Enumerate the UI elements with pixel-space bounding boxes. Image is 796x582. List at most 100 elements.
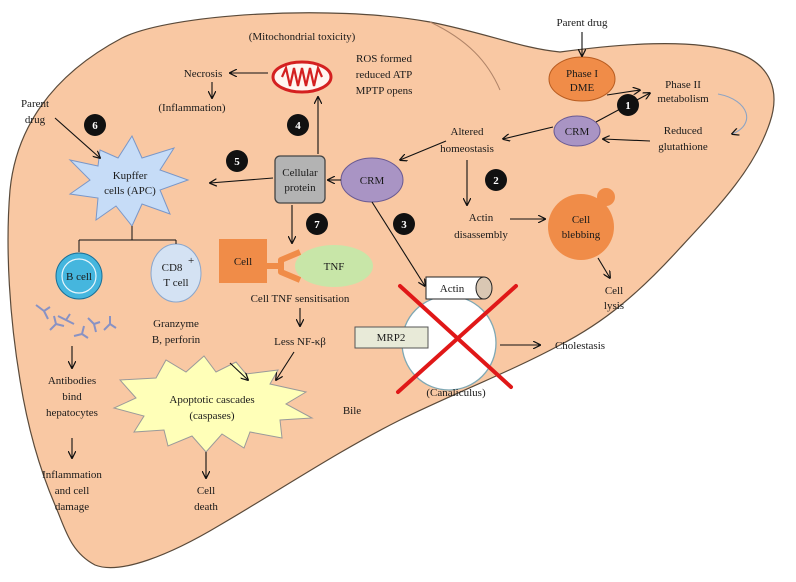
svg-text:cells (APC): cells (APC) [104,185,156,197]
svg-text:CD8: CD8 [162,262,183,274]
svg-text:metabolism: metabolism [657,93,709,105]
cell-death-label: Cell death [194,485,218,513]
arrow-protein-to-kupffer [210,177,274,183]
svg-text:MPTP opens: MPTP opens [356,85,413,97]
b-cell-node [55,252,103,300]
granzyme-label: Granzyme B, perforin [152,318,201,346]
arrow-parent-to-kupffer [54,117,100,158]
svg-text:T cell: T cell [163,277,188,289]
cell-box [219,239,267,283]
svg-text:(caspases): (caspases) [189,410,235,422]
necrosis-label: Necrosis [184,68,223,80]
arrow-granzyme-to-apoptosis [229,362,248,380]
svg-text:homeostasis: homeostasis [440,143,494,155]
arrow-blebbing-to-lysis [597,257,610,278]
svg-text:glutathione: glutathione [658,141,708,153]
svg-text:disassembly: disassembly [454,229,508,241]
arrow-phase1-to-phase2 [606,90,640,96]
arrow-homeostasis-to-crm [400,140,447,160]
mitochondrion-icon [271,60,333,94]
less-nfkb-label: Less NF-κβ [274,336,326,348]
kupffer-label: Kupffer cells (APC) [104,170,156,197]
cell-blebbing-label: Cell blebbing [562,214,601,241]
mrp2-label: MRP2 [377,332,406,344]
mitochondrial-toxicity-label: (Mitochondrial toxicity) [249,31,356,43]
b-cell-label: B cell [66,271,92,283]
svg-text:B, perforin: B, perforin [152,334,201,346]
inflammation-damage-label: Inflammation and cell damage [42,469,102,513]
svg-text:Inflammation: Inflammation [42,469,102,481]
reduced-glutathione-label: Reduced glutathione [658,125,708,153]
svg-text:3: 3 [401,219,407,231]
svg-text:Parent: Parent [21,98,49,110]
svg-text:1: 1 [625,100,631,112]
cell-box-label: Cell [234,256,252,268]
crm-right-label: CRM [565,126,590,138]
bile-label: Bile [343,405,361,417]
altered-homeostasis-label: Altered homeostasis [440,126,494,155]
svg-text:Phase I: Phase I [566,68,598,80]
svg-text:6: 6 [92,120,98,132]
svg-text:Altered: Altered [451,126,484,138]
svg-text:lysis: lysis [604,300,624,312]
antibodies-label: Antibodies bind hepatocytes [46,375,98,419]
svg-text:bind: bind [62,391,82,403]
step-2-badge: 2 [485,169,507,191]
arrow-glutathione-to-crm [603,139,651,141]
svg-text:Reduced: Reduced [664,125,703,137]
svg-text:drug: drug [25,114,46,126]
svg-text:4: 4 [295,120,301,132]
step-7-badge: 7 [306,213,328,235]
inhibition-cross-icon [396,284,518,394]
actin-label: Actin [440,283,465,295]
arrow-crm-to-canaliculus [371,201,425,286]
cd8-cell-label: CD8 + T cell [162,255,195,289]
cell-blebbing-node [548,194,614,260]
svg-text:Cell: Cell [605,285,623,297]
svg-text:Apoptotic cascades: Apoptotic cascades [169,394,254,406]
arrow-metabolism-to-glutathione [717,93,748,134]
apoptotic-label: Apoptotic cascades (caspases) [169,394,254,422]
svg-text:5: 5 [234,156,240,168]
svg-text:damage: damage [55,501,89,513]
svg-text:Cell: Cell [572,214,590,226]
step-badges: 1 2 3 4 5 6 7 [84,94,639,235]
svg-text:death: death [194,501,218,513]
phase1-node [548,56,616,102]
svg-text:Phase II: Phase II [665,79,701,91]
svg-text:Kupffer: Kupffer [113,170,148,182]
svg-text:7: 7 [314,219,320,231]
crm-node-right [553,115,601,147]
cellular-protein-box [274,155,326,204]
svg-text:reduced ATP: reduced ATP [356,69,413,81]
tnf-receptor [267,249,302,283]
parent-drug-left-label: Parent drug [21,98,49,126]
step-3-badge: 3 [393,213,415,235]
tnf-label: TNF [324,261,345,273]
step-4-badge: 4 [287,114,309,136]
tnf-node [295,245,373,287]
svg-text:2: 2 [493,175,499,187]
phase2-label: Phase II metabolism [657,79,709,105]
apoptotic-star [112,355,314,453]
crm-center-label: CRM [360,175,385,187]
svg-text:and cell: and cell [55,485,90,497]
svg-text:hepatocytes: hepatocytes [46,407,98,419]
svg-text:Granzyme: Granzyme [153,318,199,330]
ros-label: ROS formed reduced ATP MPTP opens [356,53,413,97]
tnf-sensitisation-label: Cell TNF sensitisation [251,293,350,305]
svg-text:protein: protein [284,182,316,194]
arrow-nfkb-to-apoptosis [276,351,295,380]
svg-text:Antibodies: Antibodies [48,375,96,387]
step-5-badge: 5 [226,150,248,172]
mrp2-box [354,326,429,349]
svg-text:DME: DME [570,82,595,94]
cholestasis-label: Cholestasis [555,340,605,352]
actin-disassembly-label: Actin disassembly [454,212,508,241]
inflammation-label: (Inflammation) [158,102,226,114]
liver-lobe-line [429,21,501,91]
step-1-badge: 1 [617,94,639,116]
svg-text:Cell: Cell [197,485,215,497]
phase1-label: Phase I DME [566,68,598,94]
